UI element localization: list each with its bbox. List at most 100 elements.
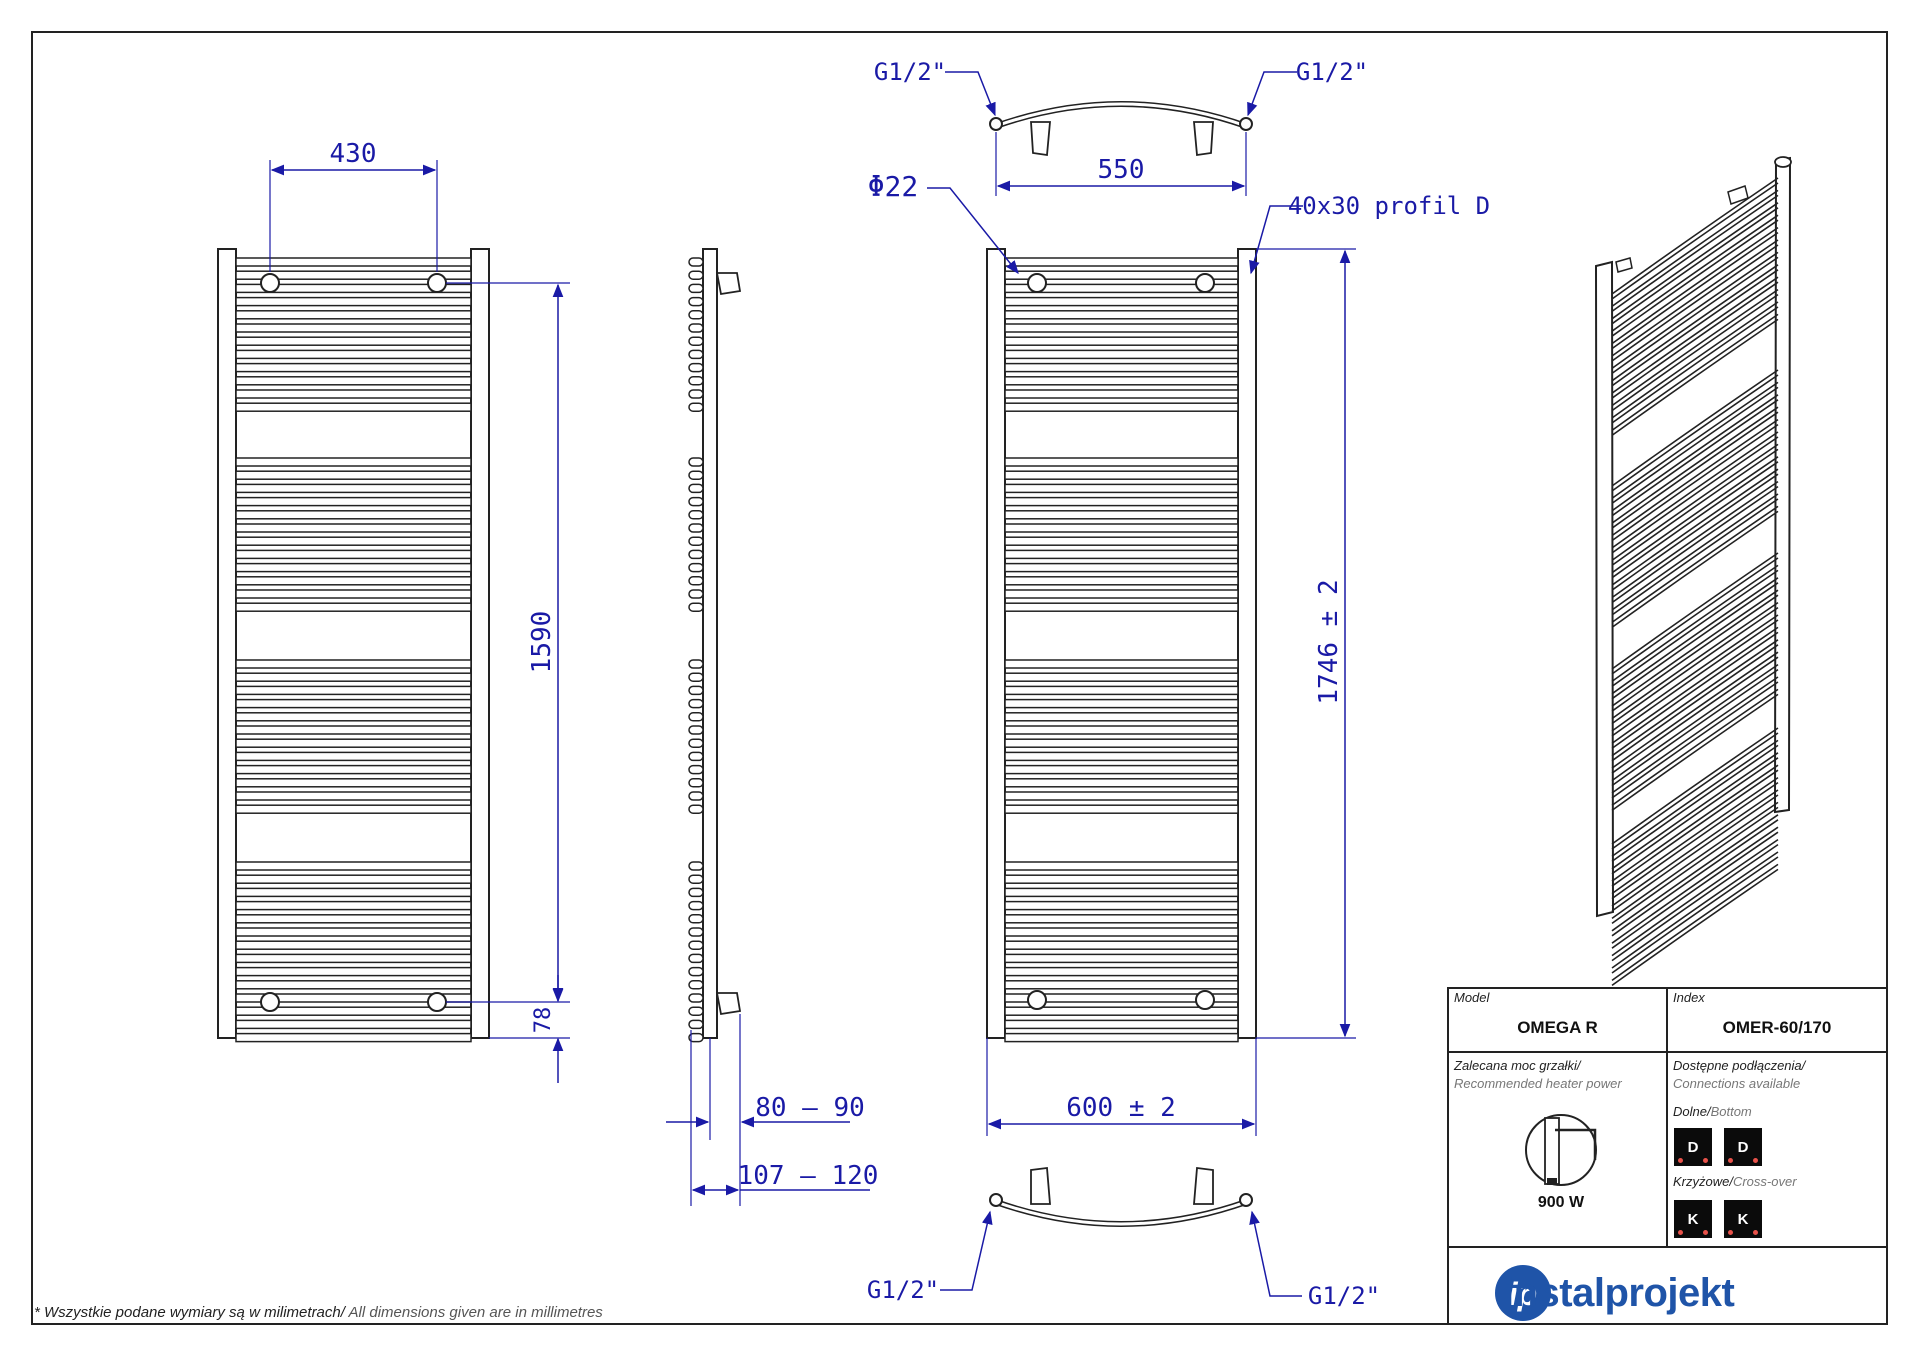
main-view: 550 G1/2" G1/2" Φ22 40x30 profil D 1746 … — [867, 58, 1490, 1310]
side-bar-end — [688, 589, 704, 599]
main-bar — [1004, 914, 1239, 924]
pipe-diameter: Φ22 — [868, 170, 919, 203]
thread-bottom-left: G1/2" — [867, 1276, 939, 1304]
front-bar — [235, 764, 472, 775]
iso-bar-edge — [1611, 182, 1779, 300]
main-bar — [1004, 804, 1239, 814]
iso-bar — [1611, 688, 1779, 807]
side-bar-end — [688, 712, 704, 722]
iso-bar — [1611, 801, 1779, 920]
side-bar-end — [688, 470, 704, 480]
iso-bar-edge — [1611, 868, 1779, 987]
iso-bar-edge — [1611, 557, 1779, 675]
thread-top-right: G1/2" — [1296, 58, 1368, 86]
iso-bar — [1611, 552, 1779, 670]
iso-bar — [1611, 826, 1779, 944]
iso-bar — [1611, 276, 1779, 394]
connection-badge-bottom-1: D — [1674, 1128, 1712, 1166]
heater-icon — [1525, 1114, 1597, 1186]
front-bar — [235, 672, 472, 682]
front-bottom-dimension: 78 — [531, 1007, 556, 1034]
main-bar — [1004, 402, 1239, 412]
main-bar — [1004, 980, 1239, 990]
side-bar-end — [688, 1032, 704, 1043]
front-bar — [235, 953, 472, 964]
front-bar — [235, 602, 472, 612]
front-bar — [235, 980, 472, 990]
index-value: OMER-60/170 — [1722, 1018, 1832, 1037]
iso-bar — [1611, 431, 1779, 549]
side-bar-end — [688, 953, 704, 964]
side-bar-end — [688, 362, 704, 373]
main-height-dimension: 1746 ± 2 — [1314, 579, 1344, 704]
side-bar-end — [688, 685, 704, 696]
front-bar — [235, 900, 472, 911]
iso-bar — [1611, 564, 1779, 683]
iso-bar — [1611, 776, 1779, 895]
main-bar — [1004, 874, 1239, 884]
main-bar — [1004, 496, 1239, 507]
main-bar — [1004, 685, 1239, 696]
main-bar — [1004, 738, 1239, 748]
main-bar — [1004, 283, 1239, 294]
model-label: Model — [1454, 990, 1490, 1005]
main-width-dimension: 600 ± 2 — [1066, 1093, 1176, 1123]
main-bar — [1004, 270, 1239, 280]
iso-bar — [1611, 202, 1779, 320]
iso-bar — [1611, 663, 1779, 782]
front-bar — [235, 402, 472, 412]
side-depth-dimension-1: 80 – 90 — [755, 1093, 865, 1123]
front-bar — [235, 887, 472, 898]
front-bar — [235, 510, 472, 520]
iso-bar — [1611, 863, 1779, 982]
front-bar — [235, 712, 472, 722]
cross-connections-label: Krzyżowe/Cross-over — [1673, 1174, 1797, 1189]
iso-bar — [1611, 851, 1779, 969]
iso-bar — [1611, 601, 1779, 720]
iso-bar-edge — [1611, 244, 1779, 362]
iso-bar — [1611, 468, 1779, 586]
main-bar — [1004, 751, 1239, 762]
brand-logo: instalprojekt — [1493, 1262, 1735, 1324]
main-bar — [1004, 389, 1239, 399]
iso-bar — [1611, 838, 1779, 957]
main-bar — [1004, 602, 1239, 612]
front-bar — [235, 362, 472, 373]
power-label-en: Recommended heater power — [1454, 1076, 1622, 1091]
footnote-pl: * Wszystkie podane wymiary są w milimetr… — [34, 1304, 345, 1321]
side-profile — [702, 248, 718, 1039]
front-bar — [235, 1032, 472, 1043]
model-value: OMEGA R — [1517, 1018, 1598, 1037]
iso-bar-edge — [1611, 219, 1779, 337]
iso-bar — [1611, 814, 1779, 932]
iso-bar — [1611, 727, 1779, 845]
title-block — [1447, 987, 1888, 1325]
main-left-profile — [986, 248, 1006, 1039]
bottom-connections-label: Dolne/Bottom — [1673, 1104, 1752, 1119]
front-bar — [235, 470, 472, 480]
iso-bar — [1611, 301, 1779, 419]
front-right-profile — [470, 248, 490, 1039]
front-bar — [235, 940, 472, 950]
front-bar — [235, 536, 472, 546]
front-bar — [235, 336, 472, 346]
side-bar-end — [688, 980, 704, 990]
iso-bar-edge — [1611, 819, 1779, 937]
iso-bar-edge — [1611, 510, 1779, 629]
iso-bar-edge — [1611, 386, 1779, 505]
brand-logo-mark: ip — [1495, 1265, 1551, 1321]
front-bar — [235, 549, 472, 560]
iso-back-profile — [1773, 156, 1792, 814]
iso-bar — [1611, 739, 1779, 858]
iso-bar — [1611, 394, 1779, 512]
side-bar-end — [688, 562, 704, 573]
iso-bar-edge — [1611, 744, 1779, 863]
side-bar-end — [688, 523, 704, 533]
front-bar — [235, 270, 472, 280]
iso-bar — [1611, 381, 1779, 500]
front-bar — [235, 685, 472, 696]
power-value: 900 W — [1537, 1194, 1585, 1211]
iso-bar-edge — [1611, 831, 1779, 949]
iso-bar-edge — [1611, 606, 1779, 725]
side-bar-end — [688, 900, 704, 911]
